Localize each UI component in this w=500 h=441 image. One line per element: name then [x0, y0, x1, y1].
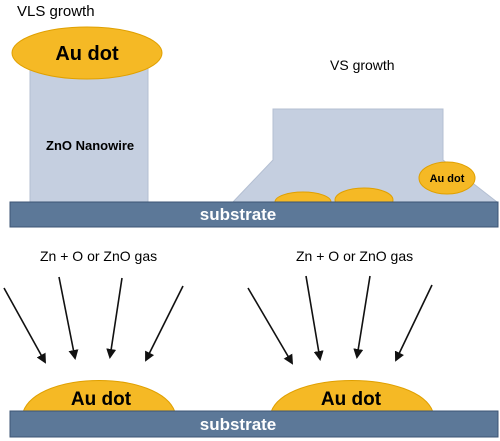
- gas-arrow: [394, 284, 433, 362]
- zno-nanowire-label: ZnO Nanowire: [46, 138, 134, 153]
- substrate-bottom-label: substrate: [200, 415, 277, 434]
- gas-arrow: [305, 275, 324, 361]
- gas-arrow: [353, 275, 371, 359]
- gas-arrow: [3, 287, 46, 364]
- gas-arrow: [106, 277, 123, 359]
- gas-arrow: [247, 287, 294, 365]
- au-dot-vs-label: Au dot: [430, 173, 465, 185]
- gas-source-label-right: Zn + O or ZnO gas: [296, 248, 413, 264]
- au-dot-vs: [418, 161, 476, 195]
- zno-nanowire: [29, 67, 149, 203]
- gas-arrow: [58, 276, 79, 360]
- au-dot-bottom-left-label: Au dot: [71, 389, 132, 410]
- au-dot-bottom-left: [22, 380, 176, 413]
- au-dot-bottom-right-label: Au dot: [321, 389, 382, 410]
- vls-growth-label: VLS growth: [17, 3, 95, 20]
- substrate-bottom: [9, 410, 499, 438]
- gas-source-label-left: Zn + O or ZnO gas: [40, 248, 157, 264]
- au-dot-bottom-right: [270, 380, 434, 413]
- au-dot-vls-label: Au dot: [55, 43, 119, 65]
- substrate-top-label: substrate: [200, 205, 277, 224]
- substrate-top: [9, 201, 499, 228]
- au-dot-vls: [11, 26, 163, 80]
- gas-arrow: [145, 285, 184, 362]
- vs-growth-label: VS growth: [330, 57, 395, 73]
